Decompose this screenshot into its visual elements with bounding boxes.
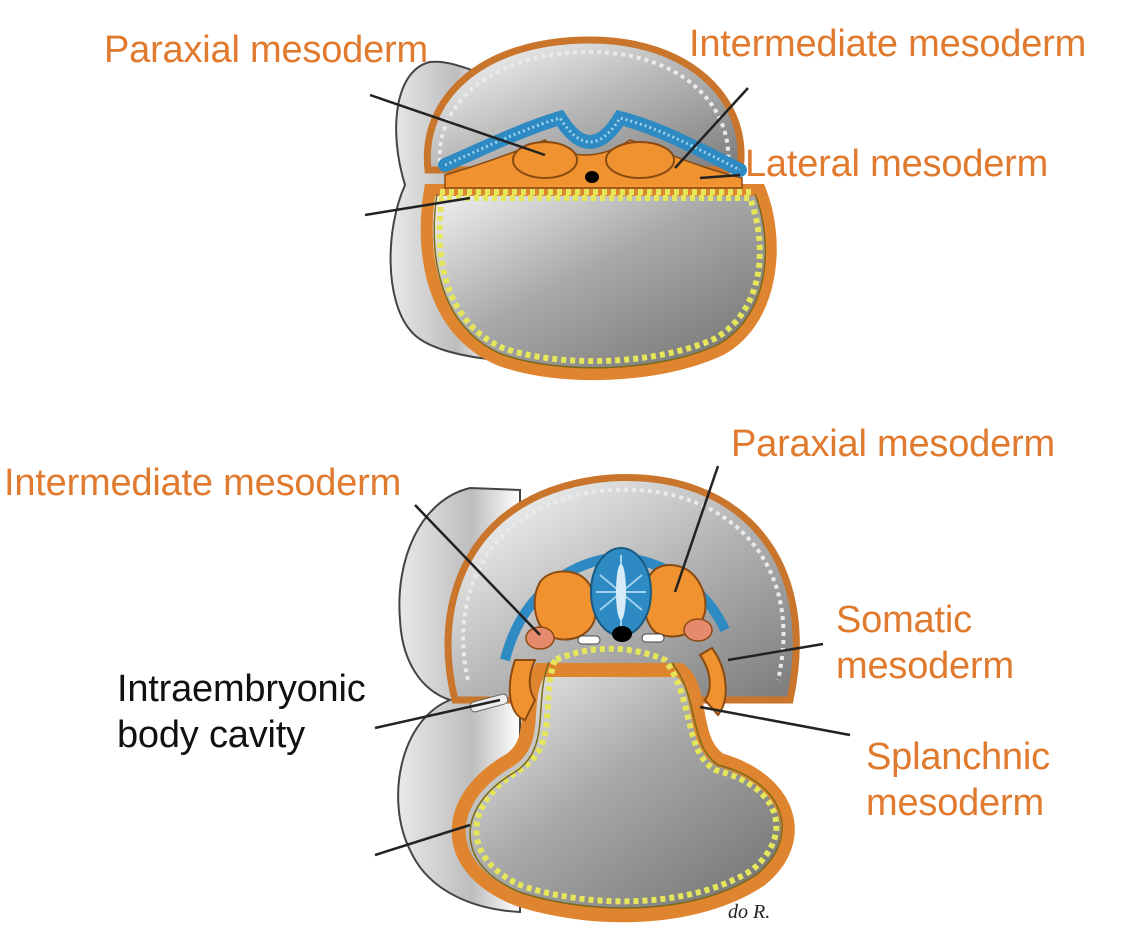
top-paraxial-leader [369,93,546,157]
top-endoderm [436,195,763,364]
bottom-aorta-right [641,633,665,643]
bottom-somatic-right [698,646,727,717]
cavity-line-2: body cavity [117,714,305,756]
bottom-paraxial-leader [673,465,720,593]
top-lateral-label: Lateral mesoderm [745,143,1049,185]
bottom-amnion-dots [461,487,786,681]
splanchnic-line-1: Splanchnic [866,736,1050,778]
bottom-intermediate-left [525,626,555,650]
top-yolk-sac [420,184,777,381]
bottom-embryo [397,474,800,923]
somatic-line-1: Somatic [836,599,972,641]
bottom-notochord [612,626,632,642]
splanchnic-line-2: mesoderm [866,782,1044,824]
bottom-cavity-label: Intraembryonic body cavity [117,666,366,758]
top-endoderm-leader [364,196,471,217]
bottom-somatic-left [508,659,537,722]
bottom-splanchnic-leader [699,705,851,737]
bottom-cavity-leader [374,698,501,730]
bottom-endoderm-leader [374,823,471,857]
top-amnion-dots [437,49,731,163]
bottom-paraxial-left [533,570,597,641]
bottom-intermediate-label: Intermediate mesoderm [4,462,402,504]
bottom-paraxial-label: Paraxial mesoderm [731,423,1055,465]
cavity-line-1: Intraembryonic [117,668,366,710]
bottom-aorta-left [577,635,601,645]
bottom-leader-lines [374,465,851,857]
bottom-intermediate-right [683,618,713,642]
top-paraxial-label: Paraxial mesoderm [104,29,428,71]
top-notochord [585,171,599,183]
bottom-somatic-label: Somatic mesoderm [836,597,1014,689]
top-intermediate-label: Intermediate mesoderm [689,23,1087,65]
bottom-yolk-sac [451,663,795,923]
somatic-line-2: mesoderm [836,645,1014,687]
artist-signature: do R. [728,901,770,923]
top-lateral-leader [699,173,741,180]
top-paraxial-right [605,141,675,179]
bottom-somatic-leader [727,642,824,662]
top-intermediate-leader [674,87,749,169]
bottom-intermediate-leader [414,504,541,636]
top-leader-lines [364,87,749,217]
top-paraxial-left [512,141,578,179]
bottom-splanchnic-label: Splanchnic mesoderm [866,734,1050,826]
top-embryo [389,36,777,381]
